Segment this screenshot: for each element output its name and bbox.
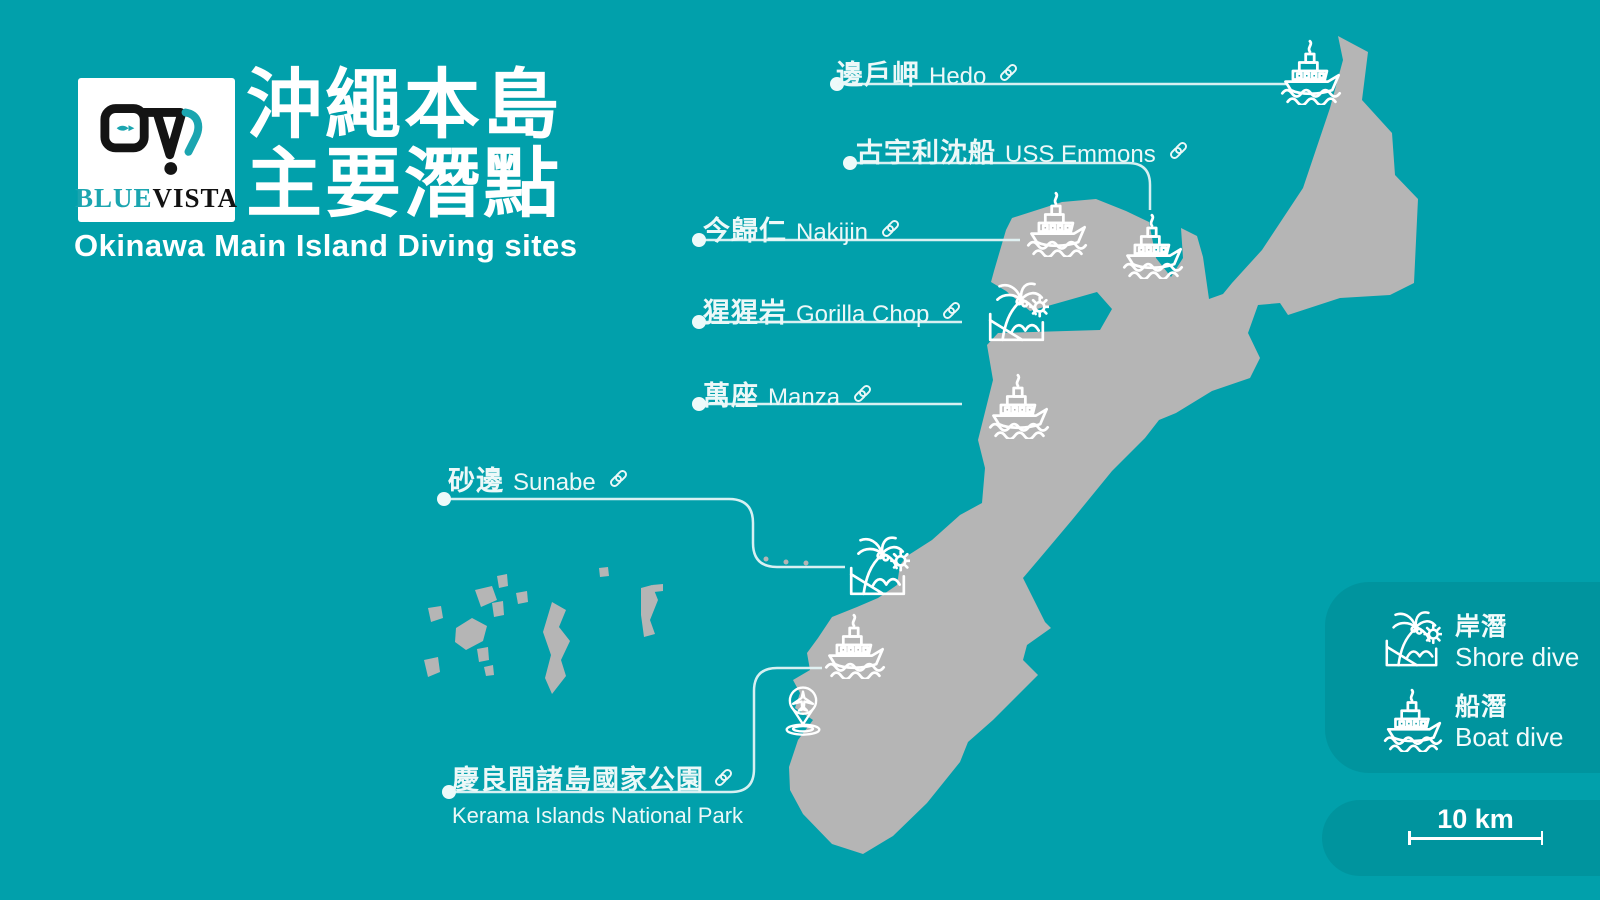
dive-mask-icon [99,104,202,175]
logo-word-vista: VISTA [152,183,239,213]
link-icon[interactable] [608,468,629,489]
scale-bar-label: 10 km [1437,804,1514,834]
scale-bar-line [1408,832,1543,844]
legend-shore-label: 岸潛 Shore dive [1455,613,1580,672]
page-subtitle: Okinawa Main Island Diving sites [74,228,578,263]
legend-panel [1325,582,1600,773]
page-title: 沖繩本島主要潛點 [246,63,562,227]
airport-pin-icon [774,678,832,736]
boat-dive-marker-hedo [1277,37,1345,105]
callout-line-sunabe [443,497,845,569]
callout-line-uss-emmons [849,161,1152,210]
link-icon[interactable] [998,62,1019,83]
boat-dive-marker-manza [985,371,1053,439]
boat-dive-marker-nakijin [1023,189,1091,257]
shore-dive-legend-icon [1380,608,1442,670]
logo-word-blue: BLUE [74,183,153,213]
site-label-kerama[interactable]: 慶良間諸島國家公園 Kerama Islands National Park [452,765,744,828]
link-icon[interactable] [713,767,734,788]
boat-dive-legend-icon [1380,686,1446,752]
boat-dive-marker-uss-emmons [1119,211,1187,279]
callout-lines [437,77,1288,799]
boat-dive-marker-kerama [821,611,889,679]
link-icon[interactable] [1168,140,1189,161]
link-icon[interactable] [941,300,962,321]
okinawa-island-shape [789,36,1418,854]
shore-dive-marker-gorilla-chop [983,279,1049,345]
link-icon[interactable] [880,218,901,239]
legend-boat-label: 船潛 Boat dive [1455,693,1564,752]
callout-line-kerama [448,666,822,794]
kerama-islands-shapes [424,556,809,694]
link-icon[interactable] [852,383,873,404]
logo-wordmark: BLUEVISTA [75,185,238,212]
shore-dive-marker-sunabe [844,533,910,599]
bluevista-logo: BLUEVISTA [75,78,238,222]
